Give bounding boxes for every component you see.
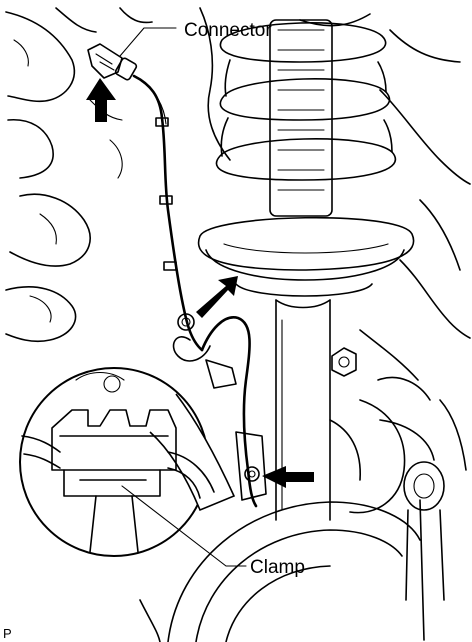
coil-spring xyxy=(215,22,397,181)
leader-lines xyxy=(119,27,247,567)
bolt-arrow-lower xyxy=(262,466,314,488)
brake-disc xyxy=(139,501,421,642)
sensor-wire xyxy=(87,43,267,508)
up-arrow xyxy=(86,78,116,122)
strut-body xyxy=(275,299,361,521)
bolt-arrow-upper xyxy=(196,276,238,318)
clamp-label: Clamp xyxy=(250,557,305,578)
connector-label: Connector xyxy=(184,20,272,41)
corner-code: P xyxy=(3,626,12,641)
body-outline xyxy=(5,7,471,381)
strut-rod xyxy=(269,19,333,217)
clamp-callout xyxy=(19,367,236,557)
knuckle-parts xyxy=(349,376,467,641)
spring-seat xyxy=(197,216,415,297)
